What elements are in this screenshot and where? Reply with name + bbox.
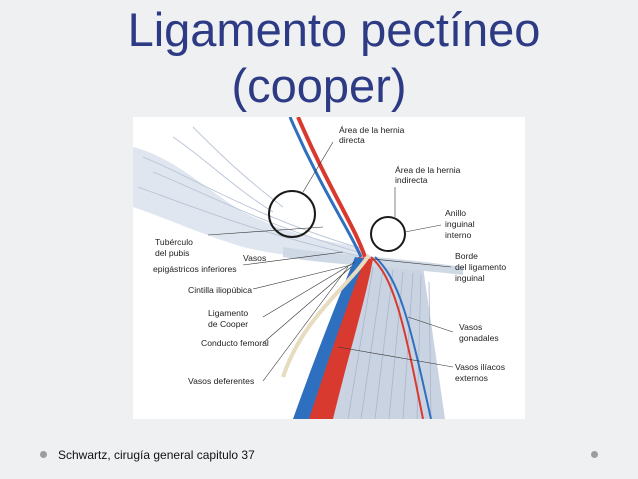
- label-cintilla: Cintilla iliopúbica: [188, 285, 252, 295]
- label-conducto: Conducto femoral: [201, 338, 269, 348]
- label-hernia-indirecta-1: Área de la hernia: [395, 165, 461, 175]
- label-hernia-directa-1: Área de la hernia: [339, 125, 405, 135]
- label-hernia-directa-2: directa: [339, 135, 365, 145]
- anatomy-diagram: Área de la hernia directa Área de la her…: [133, 117, 525, 419]
- label-gonadales-1: Vasos: [459, 322, 482, 332]
- label-anillo-3: interno: [445, 230, 471, 240]
- ligament-fibers: [137, 126, 364, 257]
- label-vasos-epi-2: epigástricos inferiores: [153, 264, 237, 274]
- vas-deferens: [281, 253, 371, 378]
- label-gonadales-2: gonadales: [459, 333, 499, 343]
- epigastric-artery: [296, 117, 367, 258]
- label-ligamento-2: de Cooper: [208, 319, 248, 329]
- label-borde-1: Borde: [455, 251, 478, 261]
- gonadal-artery: [370, 256, 424, 419]
- title-line-1: Ligamento pectíneo: [127, 3, 541, 56]
- footer-bullet-right: [591, 451, 598, 458]
- pubic-bone: [133, 147, 365, 259]
- label-vasos-epi-1: Vasos: [243, 253, 266, 263]
- slide-title: Ligamento pectíneo (cooper): [0, 2, 638, 114]
- label-ligamento-1: Ligamento: [208, 308, 248, 318]
- label-iliacos-2: externos: [455, 373, 488, 383]
- indirect-hernia-circle: [370, 216, 406, 252]
- citation-text: Schwartz, cirugía general capitulo 37: [58, 448, 255, 462]
- label-tuberculo-2: del pubis: [155, 248, 189, 258]
- direct-hernia-circle: [268, 190, 316, 238]
- leader-lines: [207, 141, 454, 382]
- label-iliacos-1: Vasos ilíacos: [455, 362, 505, 372]
- anatomy-illustration: Área de la hernia directa Área de la her…: [133, 117, 506, 419]
- label-anillo-1: Anillo: [445, 208, 466, 218]
- label-hernia-indirecta-2: indirecta: [395, 175, 428, 185]
- gonadal-vein: [374, 256, 432, 419]
- label-tuberculo-1: Tubérculo: [155, 237, 193, 247]
- title-line-2: (cooper): [231, 59, 407, 112]
- footer-bullet-left: [40, 451, 47, 458]
- label-borde-2: del ligamento: [455, 262, 506, 272]
- epigastric-vein: [288, 117, 363, 258]
- slide-footer: Schwartz, cirugía general capitulo 37: [0, 440, 638, 470]
- iliac-vein: [293, 257, 365, 419]
- label-borde-3: inguinal: [455, 273, 485, 283]
- iliac-artery: [308, 257, 373, 419]
- label-anillo-2: inguinal: [445, 219, 475, 229]
- label-deferentes: Vasos deferentes: [188, 376, 254, 386]
